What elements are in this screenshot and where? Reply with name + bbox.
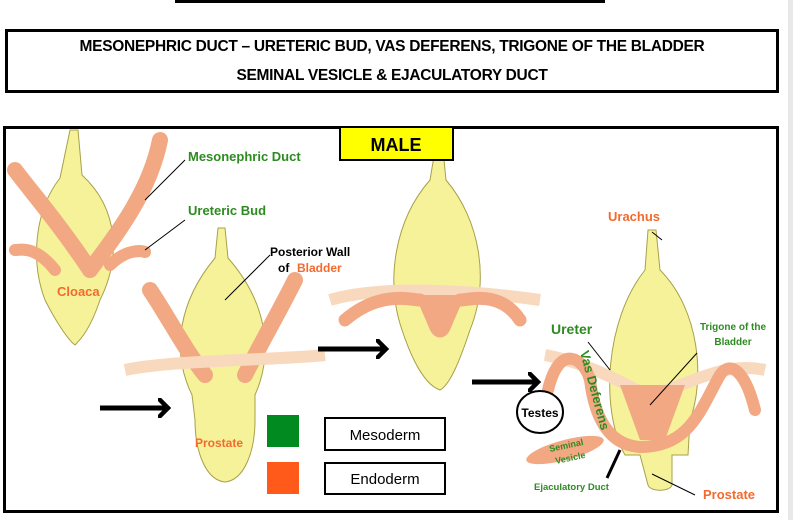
stage-2-bladder xyxy=(123,227,326,483)
label-urachus: Urachus xyxy=(608,209,660,224)
leader-line xyxy=(587,341,611,371)
top-rule xyxy=(175,0,605,3)
bladder-shape xyxy=(393,149,481,391)
leader-line xyxy=(649,352,698,406)
label-posterior-wall: Posterior Wall xyxy=(270,245,350,259)
legend-swatch-mesoderm xyxy=(267,415,299,447)
leader-line xyxy=(651,231,663,241)
label-ureter: Ureter xyxy=(551,321,593,337)
ureter xyxy=(328,284,541,306)
ureteric-bud-left xyxy=(9,243,61,276)
trigone-shape xyxy=(415,295,465,338)
stage-4-bladder xyxy=(516,229,767,496)
heading-box xyxy=(339,126,454,161)
label-trigone-line-1: Trigone of the xyxy=(700,322,767,333)
label-testes: Testes xyxy=(521,406,558,420)
legend-box-mesoderm xyxy=(324,417,446,451)
seminal-vesicle-shape xyxy=(526,435,604,465)
title-line-1: MESONEPHRIC DUCT – URETERIC BUD, VAS DEF… xyxy=(79,38,705,55)
legend: Mesoderm Endoderm xyxy=(267,415,446,495)
label-ejaculatory-duct: Ejaculatory Duct xyxy=(534,482,610,493)
label-trigone-line-2: Bladder xyxy=(714,337,751,348)
label-prostate-stage-4: Prostate xyxy=(703,487,755,502)
label-vas-deferens: Vas Deferens xyxy=(577,349,613,432)
label-posterior-wall-of: of xyxy=(278,261,290,275)
bladder-shape xyxy=(609,229,699,491)
leader-line xyxy=(224,254,271,301)
leader-line xyxy=(144,159,186,201)
label-bladder: Bladder xyxy=(297,261,342,275)
duct xyxy=(338,291,427,327)
label-prostate-stage-2: Prostate xyxy=(195,436,243,450)
stage-1-cloaca xyxy=(7,129,186,346)
legend-box-endoderm xyxy=(324,462,446,495)
mesonephric-duct-left xyxy=(7,162,98,278)
legend-label-mesoderm: Mesoderm xyxy=(350,427,421,444)
ureteric-bud-right xyxy=(104,245,151,271)
ureter xyxy=(123,349,326,376)
mesonephric-duct-right xyxy=(82,132,168,278)
title-box: MESONEPHRIC DUCT – URETERIC BUD, VAS DEF… xyxy=(5,29,779,93)
trigone-shape xyxy=(620,385,685,440)
title-line-2: SEMINAL VESICLE & EJACULATORY DUCT xyxy=(236,67,548,84)
label-mesonephric-duct: Mesonephric Duct xyxy=(188,149,301,164)
leader-line xyxy=(651,473,696,496)
stage-3-bladder xyxy=(328,149,541,391)
duct xyxy=(453,291,527,327)
leader-line xyxy=(605,449,622,479)
legend-swatch-endoderm xyxy=(267,462,299,494)
vas-deferens xyxy=(542,352,761,454)
heading-male: MALE xyxy=(371,135,422,155)
label-ureteric-bud: Ureteric Bud xyxy=(188,203,266,218)
label-cloaca: Cloaca xyxy=(57,284,100,299)
leader-line xyxy=(144,219,186,251)
scrollbar[interactable] xyxy=(788,0,793,520)
legend-label-endoderm: Endoderm xyxy=(350,471,419,488)
